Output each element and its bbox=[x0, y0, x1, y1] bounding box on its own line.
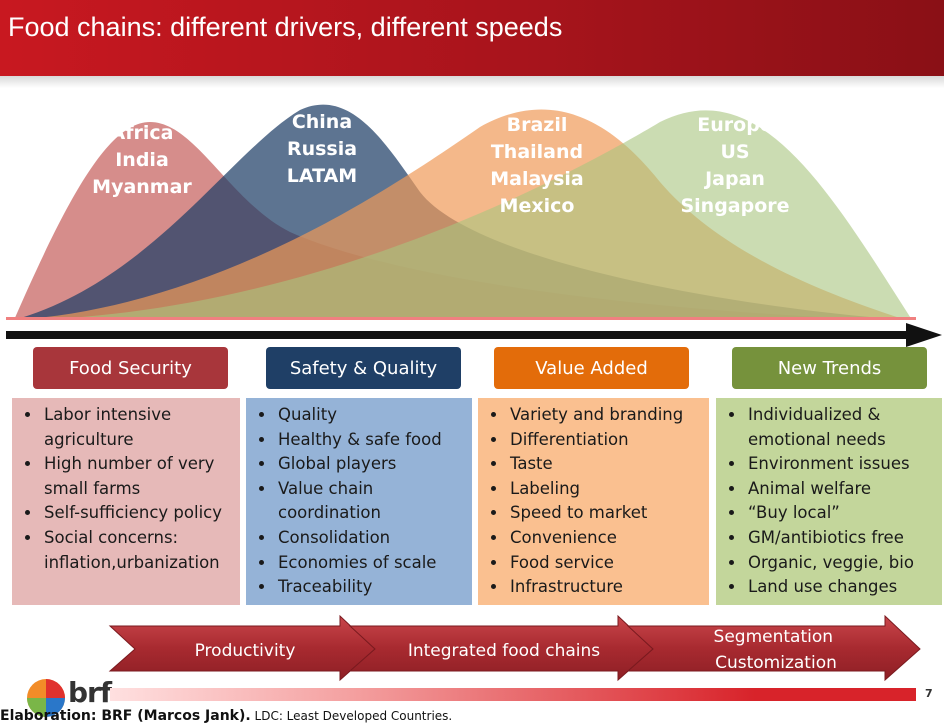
safety-quality-list: Quality Healthy & safe food Global playe… bbox=[254, 403, 466, 600]
list-item: Individualized & emotional needs bbox=[746, 403, 936, 452]
region-label-europe-us-japan: Europe US Japan Singapore bbox=[675, 112, 795, 220]
arrow-label-productivity: Productivity bbox=[195, 641, 296, 661]
title-banner bbox=[0, 0, 944, 76]
list-item: Value chain coordination bbox=[276, 477, 466, 526]
region-line: Thailand bbox=[490, 141, 584, 163]
list-item: Global players bbox=[276, 452, 466, 477]
region-line: China bbox=[291, 111, 353, 133]
arrow-integrated-food-chains bbox=[348, 614, 654, 682]
list-item: Social concerns: inflation,urbanization bbox=[42, 526, 234, 575]
list-item: GM/antibiotics free bbox=[746, 526, 936, 551]
category-value-added: Value Added bbox=[494, 347, 689, 389]
box-new-trends: Individualized & emotional needs Environ… bbox=[716, 398, 942, 605]
region-line: Mexico bbox=[499, 195, 575, 217]
list-item: “Buy local” bbox=[746, 501, 936, 526]
region-label-china-russia-latam: China Russia LATAM bbox=[272, 109, 372, 190]
value-added-list: Variety and branding Differentiation Tas… bbox=[486, 403, 703, 600]
timeline-baseline bbox=[6, 317, 916, 320]
list-item: Animal welfare bbox=[746, 477, 936, 502]
region-line: Africa bbox=[110, 122, 174, 144]
source-bold: Elaboration: BRF (Marcos Jank). bbox=[0, 708, 251, 724]
maturity-curves bbox=[6, 104, 916, 321]
region-line: US bbox=[720, 141, 750, 163]
process-arrows: Productivity Integrated food chains Segm… bbox=[108, 614, 921, 682]
region-line: Malaysia bbox=[490, 168, 584, 190]
region-line: Russia bbox=[286, 138, 358, 160]
list-item: Economies of scale bbox=[276, 551, 466, 576]
list-item: Taste bbox=[508, 452, 703, 477]
list-item: Organic, veggie, bio bbox=[746, 551, 936, 576]
curve-new-trends bbox=[14, 110, 912, 320]
list-item: Traceability bbox=[276, 575, 466, 600]
category-food-security: Food Security bbox=[33, 347, 228, 389]
arrow-productivity bbox=[108, 614, 376, 682]
region-line: Brazil bbox=[506, 114, 568, 136]
box-safety-quality: Quality Healthy & safe food Global playe… bbox=[246, 398, 472, 605]
region-line: Europe bbox=[697, 114, 773, 136]
page-number: 7 bbox=[925, 687, 933, 700]
list-item: Variety and branding bbox=[508, 403, 703, 428]
brf-logo-text: brf bbox=[68, 676, 112, 709]
box-value-added: Variety and branding Differentiation Tas… bbox=[478, 398, 709, 605]
list-item: Speed to market bbox=[508, 501, 703, 526]
list-item: Food service bbox=[508, 551, 703, 576]
region-line: LATAM bbox=[286, 165, 358, 187]
list-item: High number of very small farms bbox=[42, 452, 234, 501]
list-item: Environment issues bbox=[746, 452, 936, 477]
region-line: Singapore bbox=[680, 195, 790, 217]
curve-safety-quality bbox=[14, 104, 880, 321]
category-new-trends: New Trends bbox=[732, 347, 927, 389]
region-label-brazil-thailand: Brazil Thailand Malaysia Mexico bbox=[487, 112, 587, 220]
list-item: Consolidation bbox=[276, 526, 466, 551]
new-trends-list: Individualized & emotional needs Environ… bbox=[724, 403, 936, 600]
arrow-label-segmentation: Segmentation Customization bbox=[714, 627, 839, 673]
page-title: Food chains: different drivers, differen… bbox=[8, 12, 563, 42]
list-item: Self-sufficiency policy bbox=[42, 501, 234, 526]
list-item: Infrastructure bbox=[508, 575, 703, 600]
footer-bar bbox=[110, 688, 916, 701]
list-item: Quality bbox=[276, 403, 466, 428]
arrow-segmentation bbox=[626, 614, 921, 682]
list-item: Labor intensive agriculture bbox=[42, 403, 234, 452]
list-item: Land use changes bbox=[746, 575, 936, 600]
region-line: Myanmar bbox=[92, 176, 192, 198]
category-safety-quality: Safety & Quality bbox=[266, 347, 461, 389]
box-food-security: Labor intensive agriculture High number … bbox=[12, 398, 240, 605]
timeline-arrow bbox=[6, 323, 942, 347]
arrow-label-integrated: Integrated food chains bbox=[408, 641, 600, 661]
region-label-africa-india-myanmar: Africa India Myanmar bbox=[92, 120, 192, 201]
region-line: India bbox=[115, 149, 169, 171]
food-security-list: Labor intensive agriculture High number … bbox=[20, 403, 234, 575]
region-line: Japan bbox=[705, 168, 765, 190]
source-note: Elaboration: BRF (Marcos Jank). LDC: Lea… bbox=[0, 708, 452, 724]
brf-logo-icon bbox=[27, 679, 65, 717]
source-rest: LDC: Least Developed Countries. bbox=[250, 709, 453, 723]
list-item: Healthy & safe food bbox=[276, 428, 466, 453]
list-item: Labeling bbox=[508, 477, 703, 502]
banner-shadow bbox=[0, 76, 944, 88]
list-item: Convenience bbox=[508, 526, 703, 551]
list-item: Differentiation bbox=[508, 428, 703, 453]
